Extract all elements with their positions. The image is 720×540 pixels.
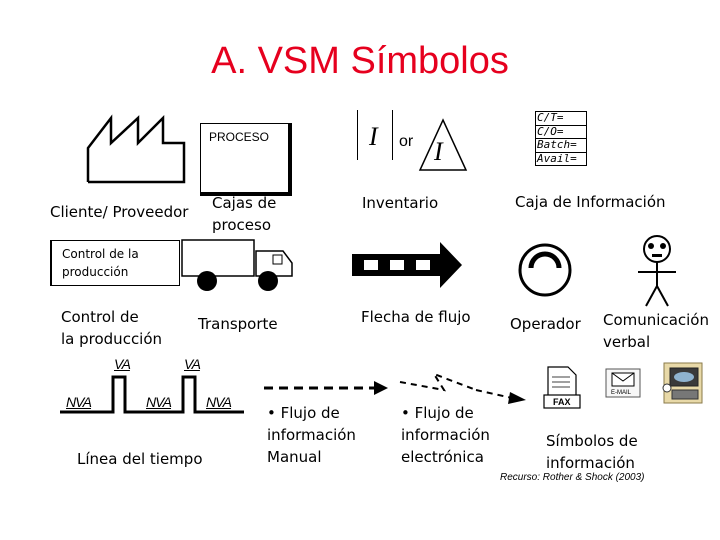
inventory-triangle-icon [418, 118, 468, 171]
info-row-co: C/O= [536, 126, 586, 139]
factory-label: Cliente/ Proveedor [50, 203, 189, 221]
timeline-icon [60, 375, 244, 414]
timeline-nva-2: NVA [146, 394, 172, 410]
process-label-line2: proceso [212, 216, 272, 234]
process-box: PROCESO [200, 123, 292, 196]
computer-icon [662, 362, 703, 404]
manual-flow-line3: Manual [267, 448, 322, 466]
info-row-ct: C/T= [536, 112, 586, 126]
page-title: A. VSM Símbolos [211, 40, 509, 82]
electronic-flow-arrow-icon [399, 372, 526, 404]
electronic-flow-line2: información [401, 426, 490, 444]
electronic-flow-line1: • Flujo de [401, 404, 474, 422]
control-box-line1: Control de la [62, 247, 139, 261]
factory-icon [86, 114, 186, 184]
process-box-text: PROCESO [209, 130, 270, 144]
push-arrow-icon [352, 242, 462, 288]
inventory-or-text: or [399, 133, 414, 150]
email-text: E-MAIL [611, 390, 632, 396]
info-symbols-label-line2: información [546, 454, 635, 472]
operator-label: Operador [510, 315, 581, 333]
fax-icon [543, 366, 581, 409]
inventory-label: Inventario [362, 194, 439, 212]
transport-label: Transporte [198, 315, 278, 333]
info-box-label: Caja de Información [515, 193, 666, 211]
manual-flow-line1: • Flujo de [267, 404, 340, 422]
operator-icon [518, 243, 572, 297]
control-label-line1: Control de [61, 308, 139, 326]
timeline-label: Línea del tiempo [77, 450, 203, 468]
manual-flow-line2: información [267, 426, 356, 444]
push-arrow-label: Flecha de flujo [361, 308, 471, 326]
electronic-flow-line3: electrónica [401, 448, 484, 466]
control-box-line2: producción [62, 265, 129, 279]
timeline-nva-1: NVA [66, 394, 92, 410]
inventory-box-icon: I [357, 110, 393, 160]
timeline-va-1: VA [114, 356, 131, 372]
control-box: Control de la producción [50, 240, 180, 286]
truck-icon [181, 239, 293, 291]
info-symbols-label-line1: Símbolos de [546, 432, 638, 450]
fax-text: FAX [553, 397, 571, 407]
inventory-i-symbol: I [369, 122, 378, 151]
timeline-nva-3: NVA [206, 394, 232, 410]
email-icon [605, 368, 641, 398]
info-data-box: C/T= C/O= Batch= Avail= [535, 111, 587, 166]
process-label-line1: Cajas de [212, 194, 277, 212]
verbal-label-line1: Comunicación [603, 311, 709, 329]
source-citation: Recurso: Rother & Shock (2003) [500, 472, 645, 483]
manual-flow-arrow-icon [264, 381, 388, 395]
verbal-communication-icon [638, 235, 676, 307]
info-row-batch: Batch= [536, 139, 586, 153]
verbal-label-line2: verbal [603, 333, 651, 351]
control-label-line2: la producción [61, 330, 163, 348]
info-row-avail: Avail= [537, 152, 577, 165]
timeline-va-2: VA [184, 356, 201, 372]
inventory-triangle-i-symbol: I [434, 137, 443, 166]
